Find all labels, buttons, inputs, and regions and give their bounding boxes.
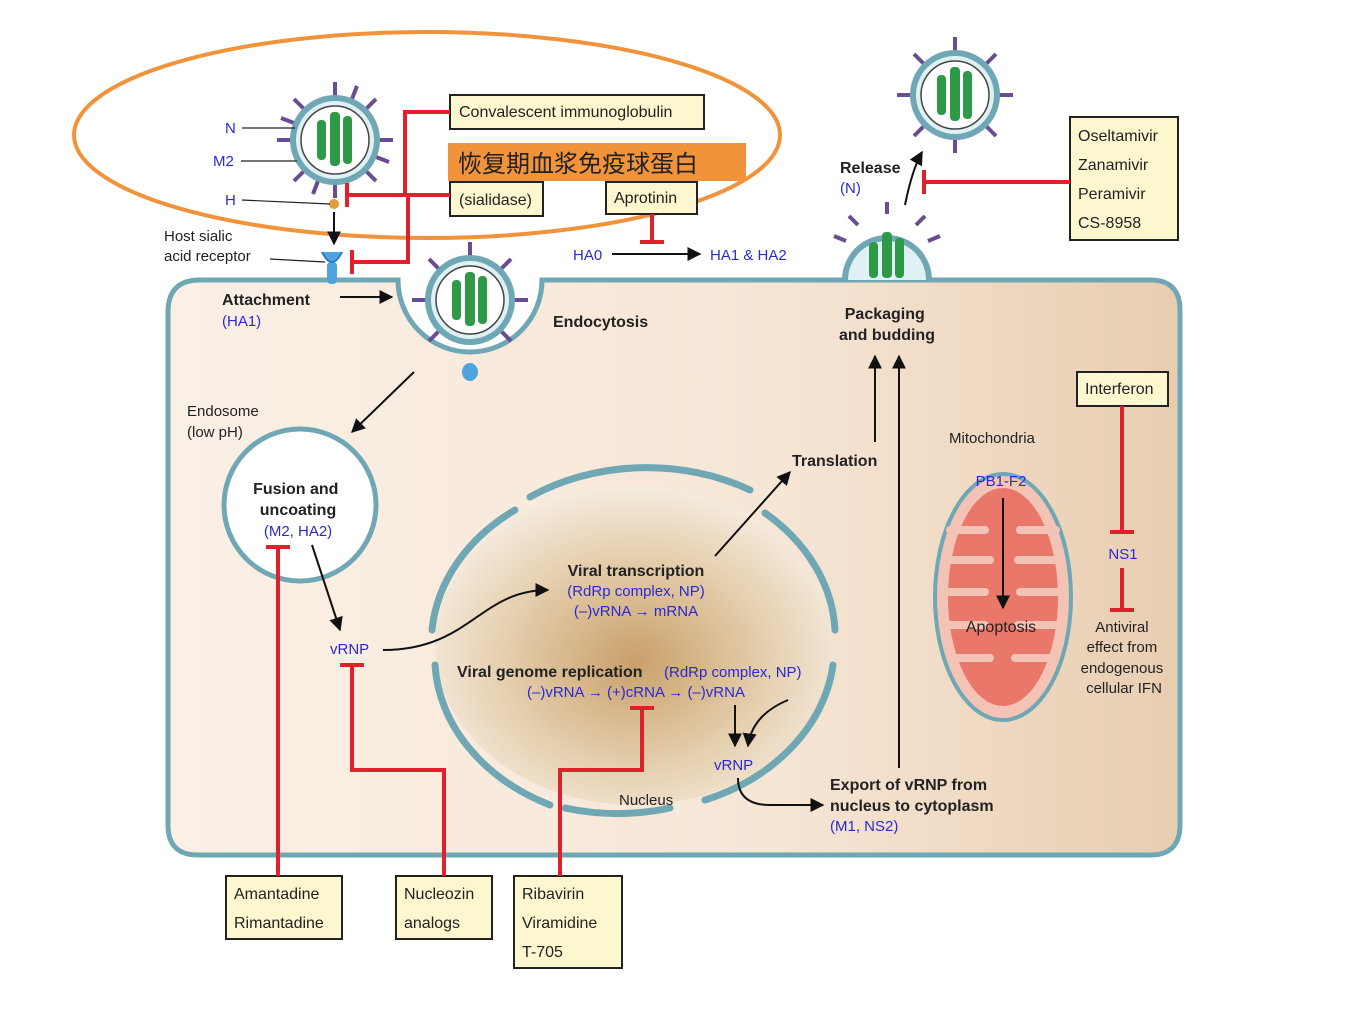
antiviral-effect-label: Antiviral effect from endogenous cellula… bbox=[1081, 619, 1168, 697]
svg-text:Nucleozin analogs: Nucleozin analogs bbox=[404, 886, 479, 932]
svg-text:Convalescent immunoglobulin: Convalescent immunoglobulin bbox=[459, 104, 672, 121]
fusion-label: Fusion and uncoating bbox=[253, 481, 343, 519]
sialidase-box: (sialidase) bbox=[449, 181, 544, 217]
replication-sub-label: (RdRp complex, NP) bbox=[664, 664, 802, 681]
apoptosis-label: Apoptosis bbox=[966, 619, 1036, 636]
transcription-equation: (–)vRNA → mRNA bbox=[574, 603, 698, 620]
ha0-label: HA0 bbox=[573, 247, 602, 264]
svg-text:Interferon: Interferon bbox=[1085, 381, 1153, 398]
interferon-box: Interferon bbox=[1076, 371, 1169, 407]
viral-transcription-label: Viral transcription bbox=[568, 563, 705, 580]
svg-text:恢复期血浆免疫球蛋白: 恢复期血浆免疫球蛋白 bbox=[458, 151, 698, 178]
virion-budding bbox=[833, 202, 941, 281]
vrnp-right-label: vRNP bbox=[714, 757, 753, 774]
inhibition-lines bbox=[266, 110, 1134, 876]
export-label: Export of vRNP from nucleus to cytoplasm bbox=[830, 777, 994, 815]
label-m2: M2 bbox=[213, 153, 234, 170]
svg-text:Ribavirin Viramidine: Ribavirin Viramidine T-705 bbox=[522, 886, 602, 961]
virion-released bbox=[897, 37, 1013, 153]
host-receptor-label: Host sialic acid receptor bbox=[164, 228, 251, 265]
highlight-ellipse bbox=[72, 30, 782, 240]
host-sialic-acid-receptor bbox=[321, 199, 343, 284]
attachment-label: Attachment bbox=[222, 292, 311, 309]
endosome-label: Endosome (low pH) bbox=[187, 403, 263, 441]
amantadine-box: Amantadine Rimantadine bbox=[225, 875, 343, 940]
svg-text:Oseltamivir Zanamivir: Oseltamivir Zanamivir Peramivir CS-8958 bbox=[1078, 128, 1162, 232]
convalescent-immunoglobulin-box: Convalescent immunoglobulin bbox=[449, 94, 705, 130]
pb1f2-label: PB1-F2 bbox=[976, 473, 1027, 490]
process-arrows bbox=[311, 150, 1010, 812]
packaging-label: Packaging and budding bbox=[839, 306, 935, 344]
nucleus-label: Nucleus bbox=[619, 792, 673, 809]
release-label: Release bbox=[840, 160, 901, 177]
mitochondria-label: Mitochondria bbox=[949, 430, 1036, 447]
nucleozin-box: Nucleozin analogs bbox=[395, 875, 493, 940]
endosome bbox=[221, 426, 379, 584]
aprotinin-box: Aprotinin bbox=[605, 181, 698, 215]
fusion-sub-label: (M2, HA2) bbox=[264, 523, 332, 540]
ha1-ha2-label: HA1 & HA2 bbox=[710, 247, 787, 264]
ribavirin-box: Ribavirin Viramidine T-705 bbox=[513, 875, 623, 969]
vrnp-left-label: vRNP bbox=[330, 641, 369, 658]
label-n: N bbox=[225, 120, 236, 137]
svg-text:(sialidase): (sialidase) bbox=[459, 192, 532, 209]
release-sub-label: (N) bbox=[840, 180, 861, 197]
replication-label: Viral genome replication bbox=[457, 664, 643, 681]
endocytosis-label: Endocytosis bbox=[553, 314, 648, 331]
convalescent-plasma-cn-banner: 恢复期血浆免疫球蛋白 bbox=[448, 143, 746, 181]
label-h: H bbox=[225, 192, 236, 209]
svg-text:Aprotinin: Aprotinin bbox=[614, 190, 677, 207]
virion-free bbox=[277, 82, 393, 198]
transcription-sub-label: (RdRp complex, NP) bbox=[567, 583, 705, 600]
replication-equation: (–)vRNA → (+)cRNA → (–)vRNA bbox=[527, 684, 745, 701]
virion-endocytosed bbox=[412, 242, 528, 381]
attachment-sub-label: (HA1) bbox=[222, 313, 261, 330]
svg-text:Amantadine Rimantadine: Amantadine Rimantadine bbox=[234, 886, 324, 932]
translation-label: Translation bbox=[792, 453, 877, 470]
neuraminidase-inhibitors-box: Oseltamivir Zanamivir Peramivir CS-8958 bbox=[1069, 116, 1179, 241]
export-sub-label: (M1, NS2) bbox=[830, 818, 898, 835]
ns1-label: NS1 bbox=[1108, 546, 1137, 563]
